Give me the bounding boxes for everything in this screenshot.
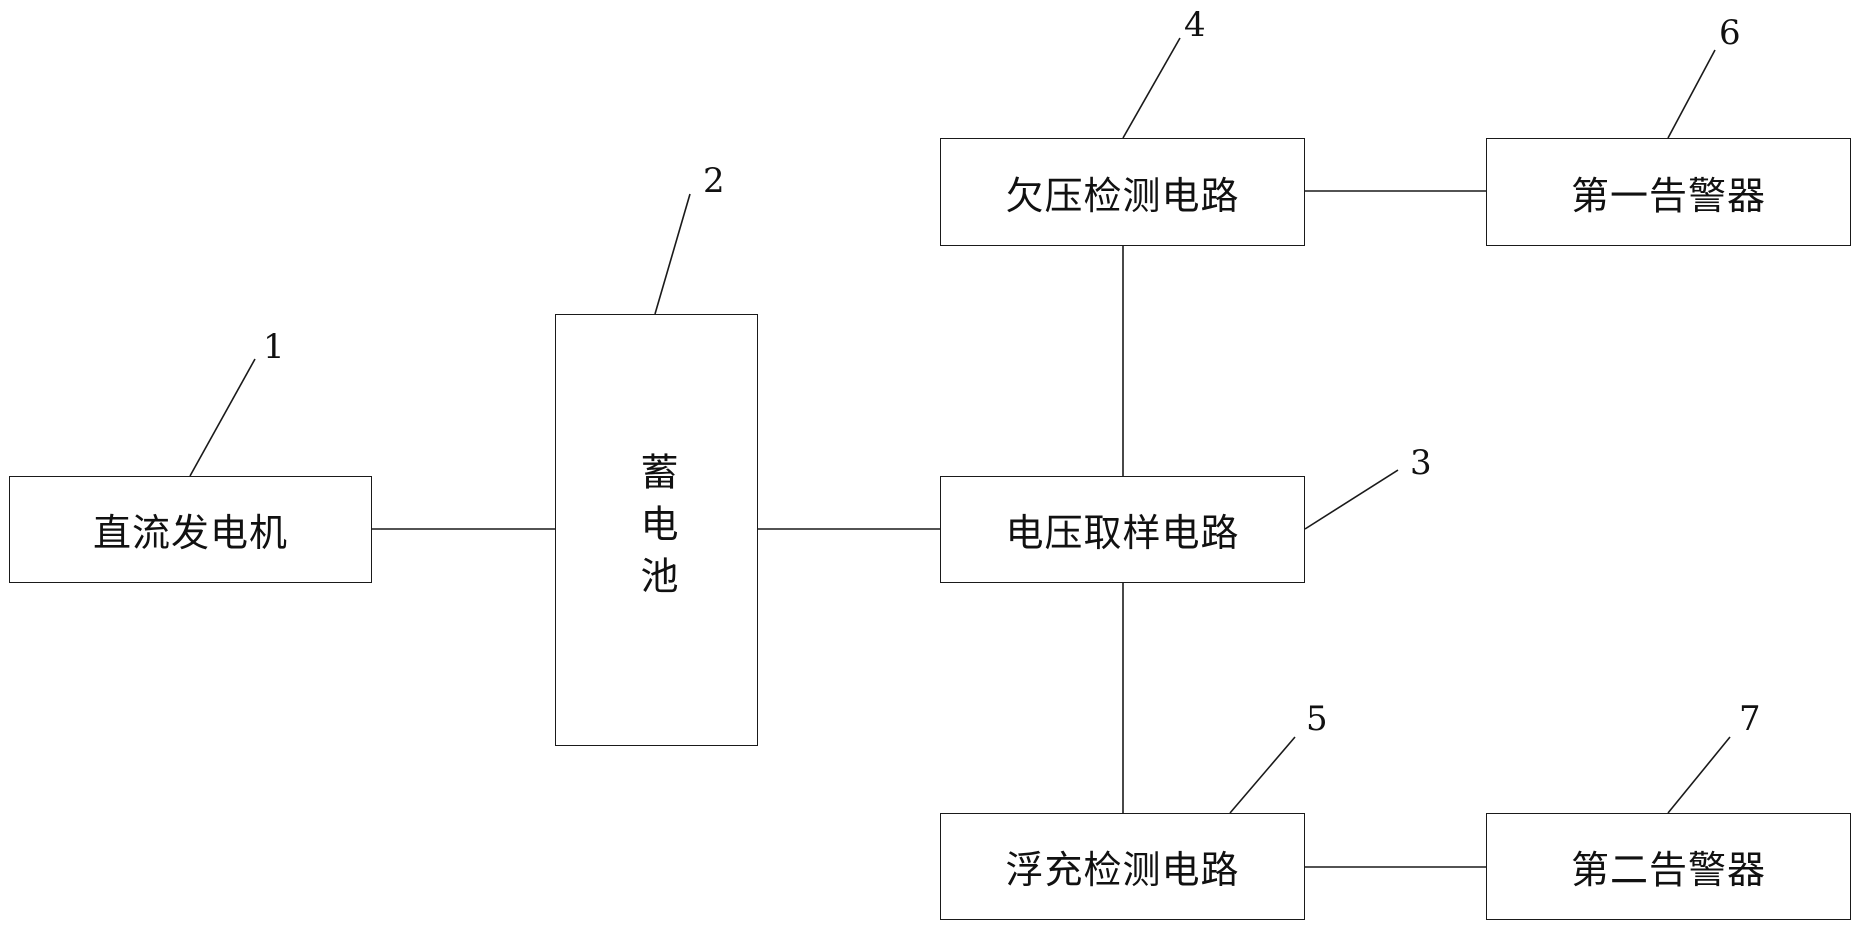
voltage-sampling-circuit-block: 电压取样电路 — [940, 476, 1305, 583]
second-alarm-label: 第二告警器 — [1571, 839, 1766, 894]
battery-block: 蓄电池 — [555, 314, 758, 746]
first-alarm-block: 第一告警器 — [1486, 138, 1851, 246]
leader-line-4 — [1123, 38, 1180, 138]
first-alarm-label: 第一告警器 — [1571, 165, 1766, 220]
undervoltage-detection-circuit-label: 欠压检测电路 — [1005, 165, 1239, 220]
battery-label: 蓄电池 — [629, 452, 684, 608]
float-charge-detection-circuit-label: 浮充检测电路 — [1005, 839, 1239, 894]
reference-number-1: 1 — [263, 330, 285, 364]
reference-number-4: 4 — [1184, 8, 1206, 42]
leader-line-6 — [1668, 50, 1715, 138]
undervoltage-detection-circuit-block: 欠压检测电路 — [940, 138, 1305, 246]
dc-generator-block: 直流发电机 — [9, 476, 372, 583]
leader-line-3 — [1305, 470, 1398, 529]
second-alarm-block: 第二告警器 — [1486, 813, 1851, 920]
voltage-sampling-circuit-label: 电压取样电路 — [1005, 502, 1239, 557]
leader-line-1 — [190, 359, 255, 476]
reference-number-3: 3 — [1410, 446, 1432, 480]
dc-generator-label: 直流发电机 — [93, 502, 288, 557]
reference-number-2: 2 — [703, 164, 725, 198]
leader-line-7 — [1668, 737, 1730, 813]
reference-number-5: 5 — [1306, 702, 1328, 736]
float-charge-detection-circuit-block: 浮充检测电路 — [940, 813, 1305, 920]
reference-number-6: 6 — [1719, 16, 1741, 50]
leader-line-5 — [1230, 737, 1295, 813]
reference-number-7: 7 — [1739, 702, 1761, 736]
leader-line-2 — [655, 194, 690, 314]
